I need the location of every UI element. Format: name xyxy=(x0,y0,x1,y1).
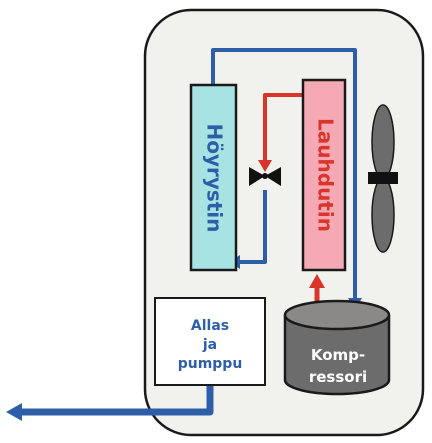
compressor-label-line1: Komp- xyxy=(311,346,365,364)
evaporator-label: Höyrystin xyxy=(203,124,227,233)
discharge-arrow-icon xyxy=(309,274,325,288)
evaporator-coil xyxy=(189,83,238,272)
tank-label-line3: pumppu xyxy=(178,356,243,372)
tank-label-line2: ja xyxy=(202,337,217,353)
liquid-pipe xyxy=(263,93,303,162)
suction-pipe xyxy=(211,48,357,300)
expansion-pipe xyxy=(240,190,267,264)
expansion-valve-icon xyxy=(249,167,281,186)
fan-icon xyxy=(368,104,398,253)
liquid-arrow-icon xyxy=(258,160,272,172)
tank-and-pump xyxy=(154,297,266,386)
tank-label-line1: Allas xyxy=(191,318,229,334)
condenser-label: Lauhdutin xyxy=(314,118,338,232)
drain-pipe xyxy=(18,385,214,416)
drain-arrow-icon xyxy=(6,403,22,421)
compressor xyxy=(283,299,391,396)
compressor-label-line2: ressori xyxy=(309,368,367,386)
condenser-coil xyxy=(301,78,347,272)
